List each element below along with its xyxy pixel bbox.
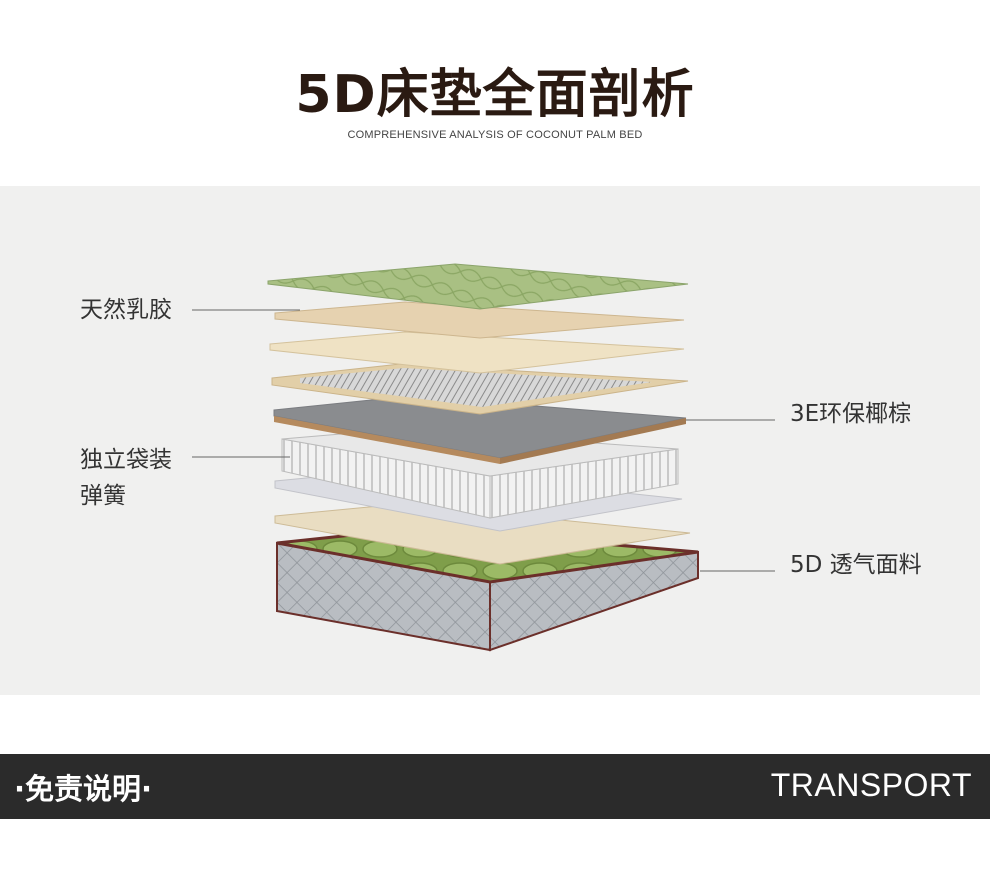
page-title: 5D床垫全面剖析 — [295, 65, 695, 125]
label-pocket-spring-line1: 独立袋装 — [80, 447, 172, 473]
label-pocket-spring-line2: 弹簧 — [80, 483, 126, 509]
transport-heading: TRANSPORT — [770, 767, 972, 803]
mattress-panel: 天然乳胶 3E环保椰棕 独立袋装 弹簧 5D 透气面料 — [0, 186, 980, 695]
mattress-illustration — [192, 263, 775, 652]
footer-bar: ·免责说明· TRANSPORT — [0, 754, 990, 819]
label-coconut-palm: 3E环保椰棕 — [790, 401, 912, 427]
label-natural-latex: 天然乳胶 — [80, 297, 172, 323]
top-green-layer — [267, 263, 689, 310]
disclaimer-heading: ·免责说明· — [14, 772, 153, 806]
latex-sheet-top — [274, 301, 685, 339]
page-subtitle: COMPREHENSIVE ANALYSIS OF COCONUT PALM B… — [347, 129, 643, 141]
latex-sheet-middle — [269, 331, 685, 374]
label-pocket-spring: 独立袋装 弹簧 — [80, 442, 172, 514]
label-breathable-fabric: 5D 透气面料 — [790, 552, 922, 578]
coconut-layer — [273, 395, 687, 464]
mesh-layer — [271, 363, 689, 415]
